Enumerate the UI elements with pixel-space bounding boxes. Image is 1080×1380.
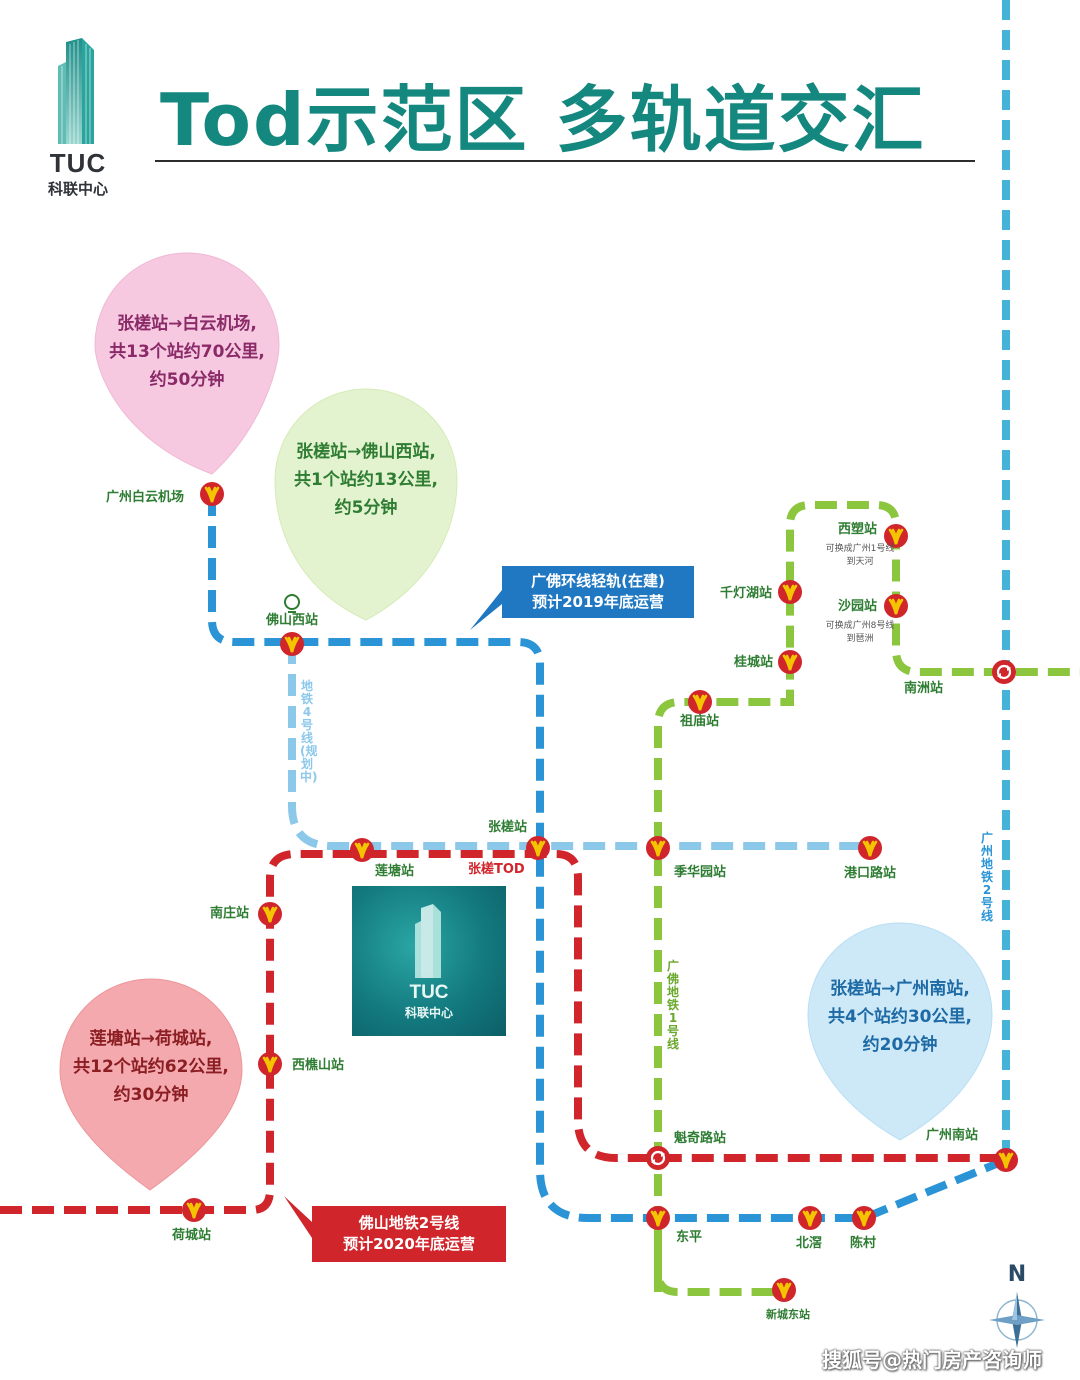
compass: N: [985, 1262, 1049, 1352]
railway-station-icon: [284, 594, 300, 613]
label-gangkoulu: 港口路站: [844, 866, 897, 881]
ring-callout-line2: 预计2019年底运营: [532, 593, 664, 611]
bubble-gzs-line2: 共4个站约30公里,: [828, 1007, 972, 1027]
bubble-pin-lianhe: [59, 978, 243, 1191]
logo-text: TUC: [49, 148, 107, 178]
compass-rose-icon: [989, 1292, 1045, 1348]
gz2-label: 广州地铁2号线: [980, 831, 993, 923]
station-qiandenghu: [776, 578, 804, 606]
station-zumiao: [686, 688, 714, 716]
bubble-lianhe: 莲塘站→荷城站, 共12个站约62公里, 约30分钟: [60, 1025, 242, 1109]
label-guicheng: 桂城站: [734, 655, 774, 670]
bubble-airport-line1: 张槎站→白云机场,: [117, 314, 257, 334]
bubble-airport-line2: 共13个站约70公里,: [109, 342, 265, 362]
page-title: Tod示范区 多轨道交汇: [160, 78, 926, 162]
bubble-pin-foshanwest: [274, 388, 458, 621]
label-liantang: 莲塘站: [375, 864, 415, 879]
label-beijiao: 北滘: [796, 1236, 823, 1251]
station-jihuayuan: [644, 834, 672, 862]
label-xiqiaoshan: 西樵山站: [292, 1058, 345, 1073]
bubble-pin-guangzhousouth: [807, 922, 993, 1141]
station-chencun: [850, 1204, 878, 1232]
panel-text: TUC: [409, 982, 449, 1003]
label-baiyun: 广州白云机场: [106, 490, 185, 505]
station-liantang: [348, 836, 376, 864]
watermark: 搜狐号@热门房产咨询师: [822, 1348, 1042, 1372]
note-shayuan: 可换成广州8号线到琶洲: [825, 621, 895, 644]
foshan-metro2-line: [0, 850, 1006, 1214]
bubble-foshanwest-line3: 约5分钟: [334, 498, 398, 518]
tower-logo-icon: [415, 904, 441, 978]
tuc-logo: TUC 科联中心: [38, 36, 118, 198]
label-kuiqilu: 魁奇路站: [674, 1131, 727, 1146]
label-nanzhou: 南洲站: [904, 681, 944, 696]
bubble-airport-line3: 约50分钟: [149, 370, 225, 390]
label-zhangcha-tod: 张槎TOD: [468, 862, 525, 877]
label-qiandenghu: 千灯湖站: [720, 586, 773, 601]
bubble-guangzhousouth: 张槎站→广州南站, 共4个站约30公里, 约20分钟: [808, 975, 992, 1059]
guangfo-line1: [654, 501, 1080, 1292]
metro4-planned-line: [288, 642, 870, 850]
tuc-project-panel: TUC 科联中心: [352, 886, 506, 1036]
station-guicheng: [776, 648, 804, 676]
ring-callout-box: [470, 566, 694, 630]
note-xisu: 可换成广州1号线到天河: [825, 544, 895, 567]
logo-subtitle: 科联中心: [47, 180, 108, 198]
panel-subtitle: 科联中心: [404, 1006, 453, 1020]
ring-callout-line1: 广佛环线轻轨(在建): [531, 572, 665, 590]
label-zhangcha: 张槎站: [488, 820, 528, 835]
label-xinchengdong: 新城东站: [766, 1308, 810, 1321]
line2-callout: 佛山地铁2号线 预计2020年底运营: [312, 1208, 506, 1255]
label-dongping: 东平: [676, 1230, 703, 1245]
line2-callout-box: [284, 1196, 506, 1262]
label-zumiao: 祖庙站: [680, 714, 720, 729]
station-xinchengdong: [770, 1276, 798, 1304]
label-jihuayuan: 季华园站: [674, 865, 727, 880]
label-chencun: 陈村: [850, 1236, 877, 1251]
bubble-lianhe-line1: 莲塘站→荷城站,: [89, 1029, 213, 1049]
station-hecheng: [180, 1196, 208, 1224]
label-guangzhou-south: 广州南站: [926, 1128, 979, 1143]
bubble-foshanwest-line1: 张槎站→佛山西站,: [296, 442, 436, 462]
metro4-label: 地铁4号线(规划中): [300, 679, 318, 784]
guangfo1-label: 广佛地铁1号线: [666, 959, 679, 1051]
station-beijiao: [796, 1204, 824, 1232]
station-nanzhuang: [256, 900, 284, 928]
tower-logo-icon: [58, 38, 94, 144]
bubble-pin-airport: [94, 252, 280, 475]
ring-callout: 广佛环线轻轨(在建) 预计2019年底运营: [502, 566, 694, 613]
line2-callout-line1: 佛山地铁2号线: [358, 1214, 460, 1232]
label-foshan-west: 佛山西站: [266, 613, 319, 628]
guangfo-ring-line: [208, 494, 1008, 1222]
compass-north-label: N: [1007, 1262, 1027, 1287]
bubble-lianhe-line2: 共12个站约62公里,: [73, 1057, 229, 1077]
station-nanzhou-transfer: [990, 658, 1018, 686]
label-nanzhuang: 南庄站: [210, 906, 250, 921]
bubble-gzs-line3: 约20分钟: [862, 1035, 938, 1055]
guangfo-line1-branch: [654, 1218, 784, 1296]
station-gangkoulu: [856, 834, 884, 862]
station-zhangcha: [524, 834, 552, 862]
station-kuiqilu-transfer: [644, 1144, 672, 1172]
label-hecheng: 荷城站: [172, 1228, 212, 1243]
bubble-foshanwest: 张槎站→佛山西站, 共1个站约13公里, 约5分钟: [275, 438, 457, 522]
station-baiyun: [198, 480, 226, 508]
station-guangzhou-south: [992, 1146, 1020, 1174]
label-shayuan: 沙园站: [838, 599, 878, 614]
label-xisu: 西塑站: [838, 522, 878, 537]
station-shayuan: [882, 592, 910, 620]
bubble-lianhe-line3: 约30分钟: [113, 1085, 189, 1105]
bubble-airport: 张槎站→白云机场, 共13个站约70公里, 约50分钟: [95, 310, 279, 394]
bubble-foshanwest-line2: 共1个站约13公里,: [294, 470, 438, 490]
station-dongping: [644, 1204, 672, 1232]
line2-callout-line2: 预计2020年底运营: [343, 1235, 475, 1253]
bubble-gzs-line1: 张槎站→广州南站,: [830, 979, 970, 999]
station-xiqiaoshan: [256, 1050, 284, 1078]
station-foshan-west: [278, 630, 306, 658]
title-underline: [155, 160, 975, 162]
